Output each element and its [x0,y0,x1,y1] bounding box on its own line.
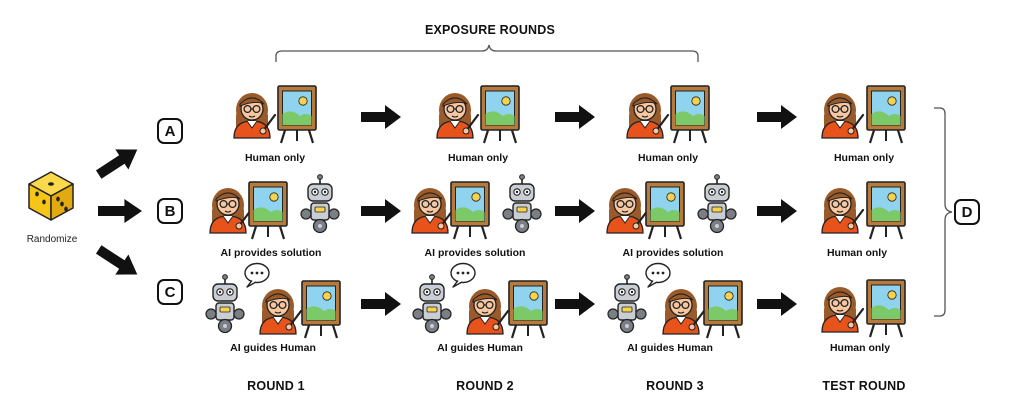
row-b-test-label: Human only [826,247,888,259]
row-b-round-3-scene [605,173,737,241]
row-a-test-label: Human only [833,152,895,164]
round-2-label: ROUND 2 [456,379,514,393]
row-b-round-3-label: AI provides solution [622,247,724,259]
randomize-arrow-a [92,139,144,185]
row-b-round-1-scene [208,173,340,241]
row-a-round-3-scene [625,84,711,145]
row-a-round-1-label: Human only [244,152,306,164]
arrow-b-3 [757,199,797,223]
row-b-round-1-label: AI provides solution [220,247,322,259]
arrow-b-1 [361,199,401,223]
row-c-round-2-label: AI guides Human [437,342,523,354]
row-a-round-1-scene [232,84,318,145]
randomize-arrow-c [92,239,144,285]
row-c-test-label: Human only [829,342,891,354]
exposure-rounds-title: EXPOSURE ROUNDS [424,23,556,37]
arrow-c-3 [757,292,797,316]
round-1-label: ROUND 1 [247,379,305,393]
randomize-arrow-b [98,199,142,223]
round-3-label: ROUND 3 [646,379,704,393]
randomize-label: Randomize [26,234,78,245]
arrow-a-2 [555,105,595,129]
arrow-a-3 [757,105,797,129]
row-b-round-2-scene [410,173,542,241]
row-b-test-scene [820,180,907,241]
row-c-round-1-label: AI guides Human [230,342,316,354]
row-b-round-2-label: AI provides solution [424,247,526,259]
arrow-c-1 [361,292,401,316]
group-a-badge: A [157,118,183,144]
row-c-round-3-scene [607,262,744,340]
outcome-d-badge: D [954,199,980,225]
arrow-a-1 [361,105,401,129]
arrow-b-2 [555,199,595,223]
row-a-round-3-label: Human only [637,152,699,164]
group-c-badge: C [157,279,183,305]
exposure-rounds-brace [275,44,699,62]
test-round-label: TEST ROUND [822,379,906,393]
dice-icon [28,171,74,221]
arrow-c-2 [555,292,595,316]
row-c-round-2-scene [412,262,549,340]
row-a-round-2-scene [435,84,521,145]
row-c-round-3-label: AI guides Human [627,342,713,354]
row-a-round-2-label: Human only [447,152,509,164]
row-c-test-scene [820,278,907,339]
group-b-badge: B [157,198,183,224]
row-c-round-1-scene [205,262,342,340]
outcome-brace [934,107,953,317]
row-a-test-scene [820,84,907,145]
